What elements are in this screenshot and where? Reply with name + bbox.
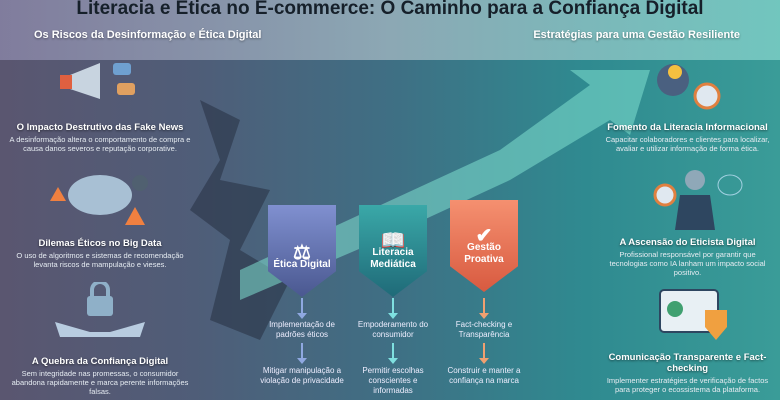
left-item-fake-news: O Impacto Destrutivo das Fake News A des… bbox=[0, 122, 200, 153]
item-desc: A desinformação altera o comportamento d… bbox=[9, 135, 191, 153]
pillar-step1: Empoderamento do consumidor bbox=[357, 320, 429, 339]
pillar-step2: Mitigar manipulação a violação de privac… bbox=[260, 366, 344, 385]
left-heading: Os Riscos da Desinformação e Ética Digit… bbox=[34, 29, 262, 41]
item-title: Dilemas Éticos no Big Data bbox=[38, 238, 162, 249]
pillar-step2: Construir e manter a confiança na marca bbox=[447, 366, 521, 385]
item-desc: Implementer estratégies de verificação d… bbox=[606, 376, 769, 394]
item-title: Fomento da Literacia Informacional bbox=[607, 122, 768, 133]
verified-shield-icon bbox=[655, 285, 735, 345]
item-desc: Capacitar colaboradores e clientes para … bbox=[605, 135, 770, 153]
rising-arrow-icon bbox=[240, 70, 650, 300]
right-heading: Estratégias para uma Gestão Resiliente bbox=[533, 29, 740, 41]
left-item-trust: A Quebra da Confiança Digital Sem integr… bbox=[5, 356, 195, 396]
item-desc: O uso de algoritmos e sistemas de recome… bbox=[16, 251, 184, 269]
right-item-ethicist: A Ascensão do Eticista Digital Profissio… bbox=[600, 237, 775, 277]
pillar-step2: Permitir escolhas conscientes e informad… bbox=[362, 366, 424, 395]
check-gear-icon: ✔ bbox=[475, 225, 493, 247]
book-magnifier-icon: 📖 bbox=[380, 230, 406, 252]
item-title: O Impacto Destrutivo das Fake News bbox=[16, 122, 184, 133]
lightbulb-compass-icon bbox=[645, 58, 725, 113]
arrow-down-icon bbox=[297, 343, 307, 364]
item-title: A Ascensão do Eticista Digital bbox=[619, 237, 756, 248]
megaphone-icon bbox=[55, 55, 145, 110]
item-title: Comunicação Transparente e Fact-checking bbox=[608, 352, 767, 374]
item-title: A Quebra da Confiança Digital bbox=[31, 356, 169, 367]
pillar-step1: Implementação de padrões éticos bbox=[269, 320, 335, 339]
item-desc: Sem integridade nas promessas, o consumi… bbox=[11, 369, 189, 396]
pillar-label: Ética Digital bbox=[273, 259, 331, 270]
header-band bbox=[0, 0, 780, 60]
ethicist-icon bbox=[635, 165, 745, 230]
growth-arrow-graphic bbox=[190, 70, 650, 340]
cloud-warning-icon bbox=[40, 165, 160, 230]
arrow-down-icon bbox=[388, 343, 398, 364]
right-item-communication: Comunicação Transparente e Fact-checking… bbox=[600, 352, 775, 394]
pillar-label: Gestão Proativa bbox=[464, 242, 504, 265]
item-desc: Profissional responsável por garantir qu… bbox=[609, 250, 766, 277]
scales-shield-icon: ⚖ bbox=[293, 242, 311, 264]
arrow-down-icon bbox=[479, 298, 489, 319]
arrow-down-icon bbox=[479, 343, 489, 364]
pillar-step1: Fact-checking e Transparência bbox=[455, 320, 513, 339]
left-item-big-data: Dilemas Éticos no Big Data O uso de algo… bbox=[10, 238, 190, 269]
pillar-label: Literacia Mediática bbox=[370, 247, 416, 270]
right-item-literacy: Fomento da Literacia Informacional Capac… bbox=[595, 122, 780, 153]
broken-lock-handshake-icon bbox=[45, 282, 155, 347]
arrow-down-icon bbox=[388, 298, 398, 319]
arrow-down-icon bbox=[297, 298, 307, 319]
page-title: Literacia e Ética no E-commerce: O Camin… bbox=[76, 0, 704, 19]
